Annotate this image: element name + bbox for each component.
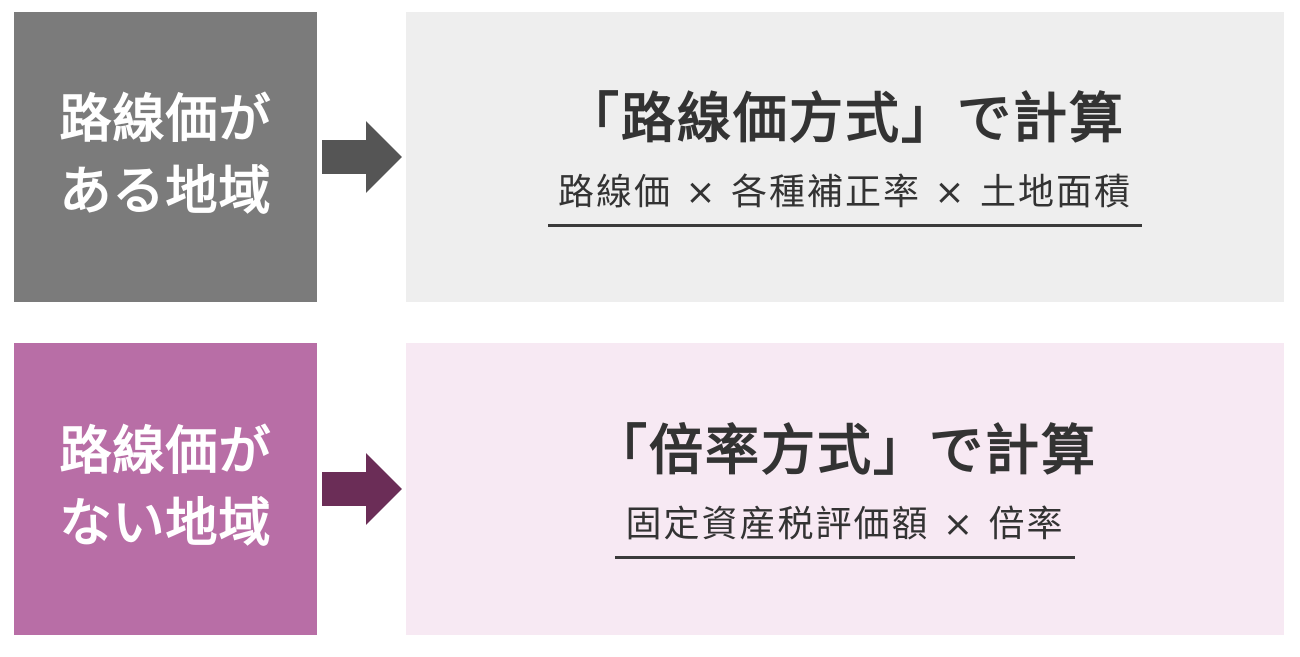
formula: 固定資産税評価額 × 倍率 xyxy=(615,502,1075,560)
region-label-line-2: ある地域 xyxy=(59,162,272,222)
region-label-line-1: 路線価が xyxy=(59,422,272,483)
arrow-right-icon xyxy=(322,453,402,525)
formula: 路線価 × 各種補正率 × 土地面積 xyxy=(547,170,1143,228)
method-content-box: 「路線価方式」で計算 路線価 × 各種補正率 × 土地面積 xyxy=(406,12,1284,302)
region-label-line-1: 路線価が xyxy=(59,90,272,151)
method-content-box: 「倍率方式」で計算 固定資産税評価額 × 倍率 xyxy=(406,343,1284,635)
row-with-route-price: 路線価が ある地域 「路線価方式」で計算 路線価 × 各種補正率 × 土地面積 xyxy=(0,12,1300,302)
method-title: 「路線価方式」で計算 xyxy=(565,86,1125,150)
row-without-route-price: 路線価が ない地域 「倍率方式」で計算 固定資産税評価額 × 倍率 xyxy=(0,343,1300,635)
method-title: 「倍率方式」で計算 xyxy=(593,418,1097,482)
region-label-box: 路線価が ある地域 xyxy=(14,12,317,302)
region-label-line-2: ない地域 xyxy=(59,494,272,554)
arrow-right-icon xyxy=(322,121,402,193)
region-label-box: 路線価が ない地域 xyxy=(14,343,317,635)
